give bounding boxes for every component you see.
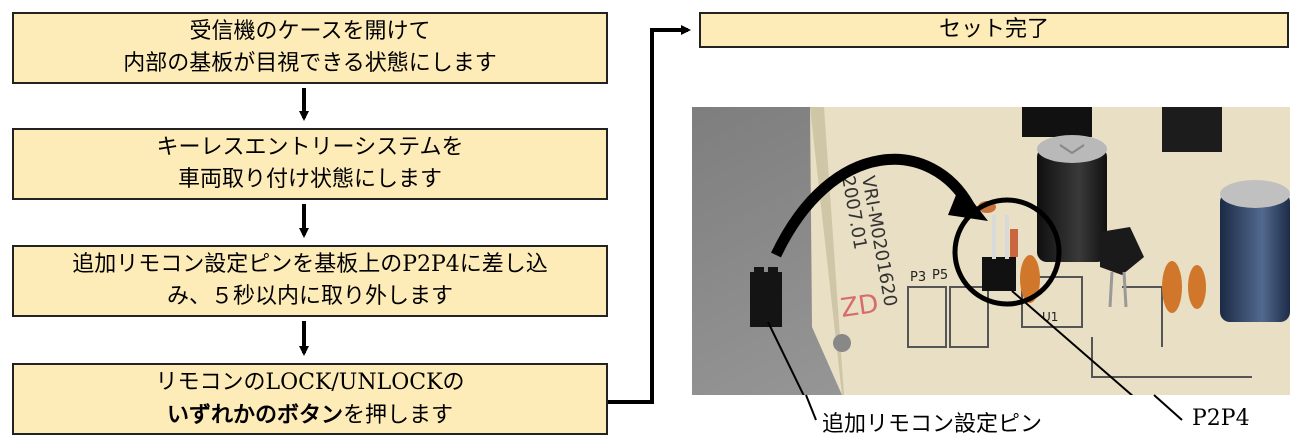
step-4-rest-text: を押します [343, 402, 454, 428]
step-4-box: リモコンのLOCK/UNLOCKの いずれかのボタンを押します [12, 363, 608, 435]
ic-chip [1022, 107, 1092, 137]
step-4-bold-text: いずれかのボタン [166, 401, 343, 428]
step-3-line-2: み、５秒以内に取り外します [166, 284, 453, 309]
transistor [1100, 227, 1144, 275]
step-2-box: キーレスエントリーシステムを 車両取り付け状態にします [12, 128, 608, 200]
pin-header-p2p4 [982, 257, 1016, 291]
step-1-line-1: 受信機のケースを開けて [189, 19, 431, 44]
jumper-pin [750, 267, 782, 327]
step-4-line-2: いずれかのボタンを押します [167, 399, 453, 432]
curved-arrow [771, 153, 975, 258]
capacitor-2 [1220, 192, 1290, 322]
done-box: セット完了 [699, 12, 1289, 48]
p2p4-label: P2P4 [1192, 406, 1250, 431]
step-4-line-1: リモコンのLOCK/UNLOCKの [155, 369, 465, 395]
pcb-label-zd: ZD [839, 289, 881, 324]
step-1-line-2: 内部の基板が目視できる状態にします [123, 51, 497, 76]
pcb-label-p3: P3 [910, 270, 926, 285]
step-3-line-1: 追加リモコン設定ピンを基板上のP2P4に差し込 [72, 252, 548, 277]
step-1-box: 受信機のケースを開けて 内部の基板が目視できる状態にします [12, 12, 608, 84]
step-3-box: 追加リモコン設定ピンを基板上のP2P4に差し込 み、５秒以内に取り外します [12, 245, 608, 317]
pcb-label-p5: P5 [932, 268, 948, 283]
circuit-board-photo: VRI-M0201620 2007.01 P3 P5 U1 ZD [692, 107, 1290, 395]
step-2-line-1: キーレスエントリーシステムを [156, 135, 464, 160]
p2p4-callout-line [1011, 290, 1134, 395]
done-label: セット完了 [938, 17, 1049, 42]
arrow-step4-to-done [608, 25, 691, 404]
highlight-circle [952, 197, 1062, 307]
step-2-line-2: 車両取り付け状態にします [177, 167, 442, 192]
pin-callout-line [767, 321, 805, 395]
pin-label: 追加リモコン設定ピン [822, 412, 1043, 437]
